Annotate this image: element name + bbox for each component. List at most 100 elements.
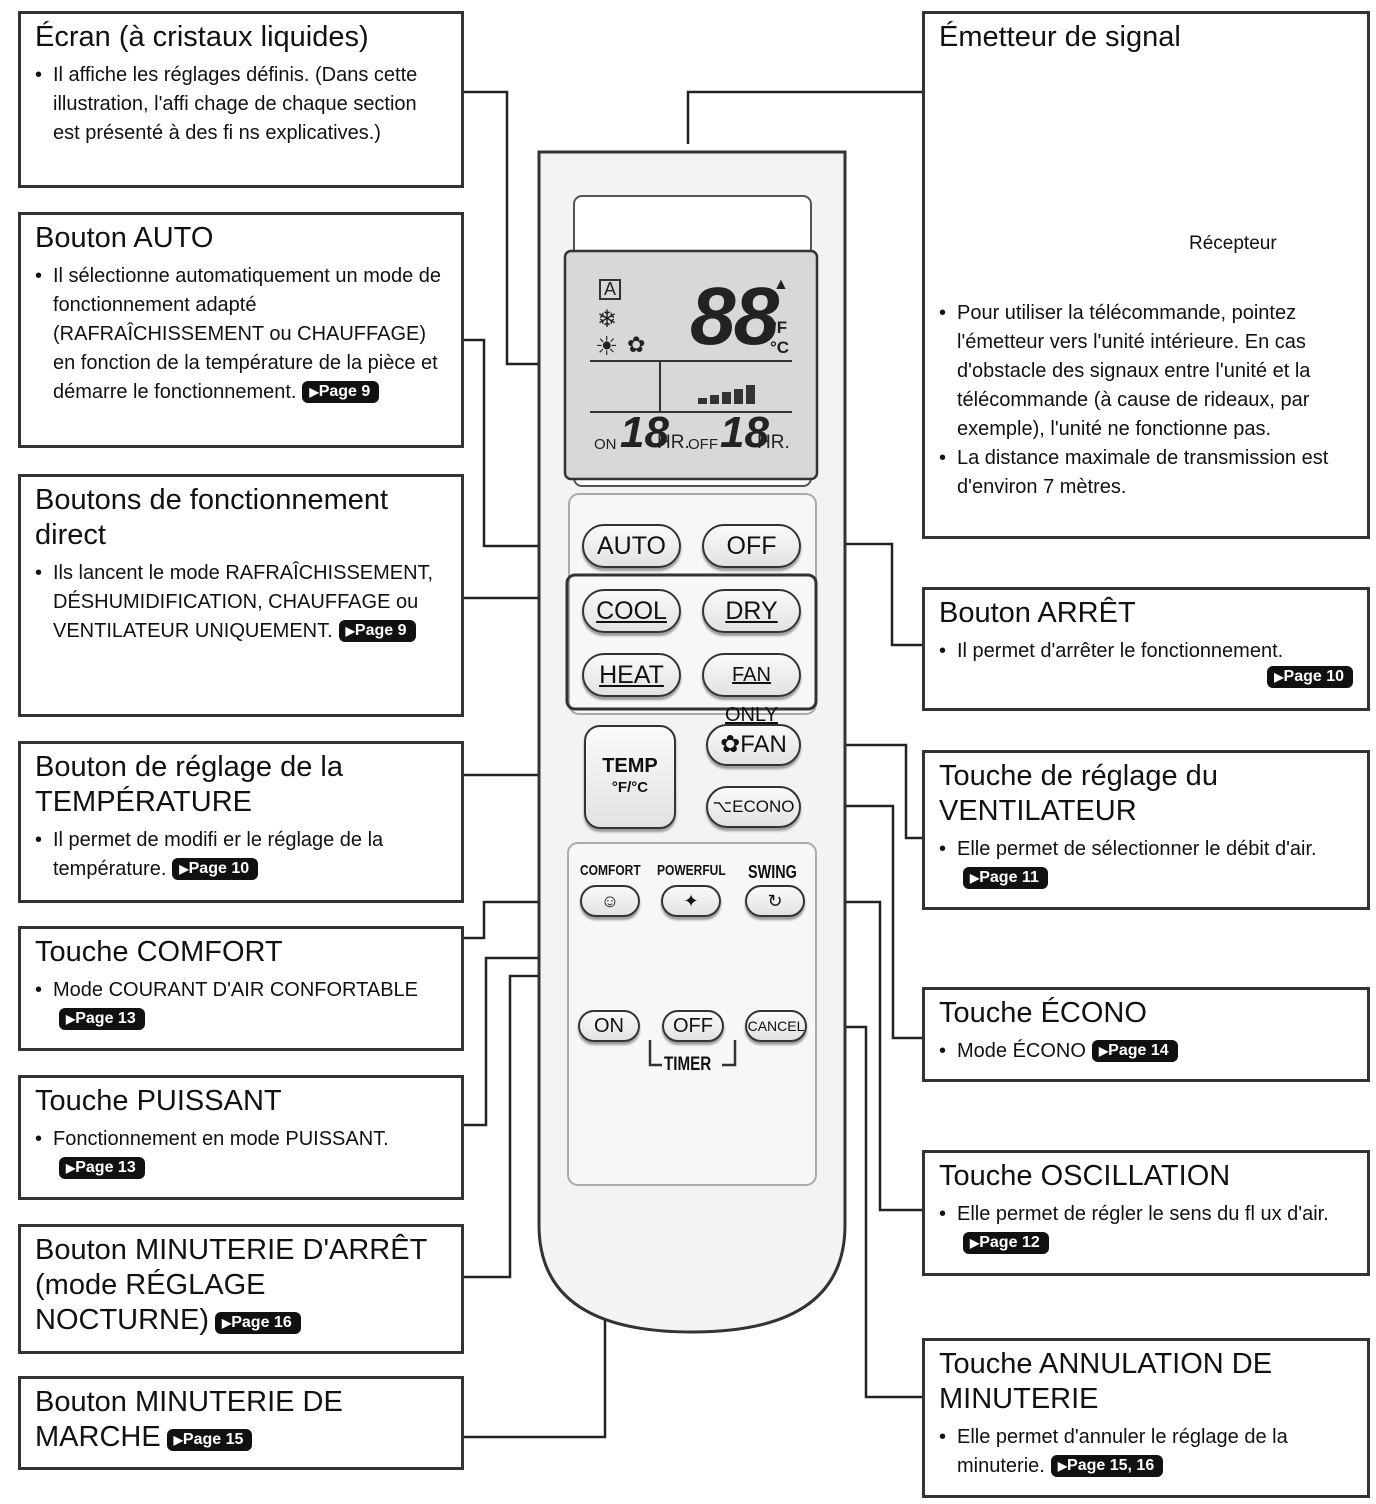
- lcd-temperature: 88: [690, 271, 779, 362]
- swing-button[interactable]: ↻: [745, 885, 805, 917]
- temp-unit-label: °F/°C: [611, 779, 649, 796]
- page-badge: Page 10: [172, 858, 259, 880]
- comfort-label: COMFORT: [580, 862, 641, 879]
- callout-text: La distance maximale de transmission est…: [939, 444, 1353, 502]
- callout-item: Mode COURANT D'AIR CONFORTABLEPage 13: [35, 976, 447, 1034]
- callout-title: Touche ÉCONO: [939, 997, 1147, 1029]
- page-badge: Page 15: [166, 1429, 253, 1451]
- lcd-heat-icon: ☀: [595, 331, 619, 361]
- fan-only-button[interactable]: FAN ONLY: [702, 653, 801, 726]
- callout-title: Émetteur de signal: [939, 21, 1181, 53]
- lcd-hr-on: HR.: [657, 432, 690, 453]
- callout-text: Il sélectionne automatiquement un mode d…: [53, 265, 442, 403]
- callout-ventilateur: Touche de réglage du VENTILATEUR Elle pe…: [922, 750, 1370, 910]
- callout-item: Fonctionnement en mode PUISSANT. Page 13: [35, 1125, 447, 1183]
- comfort-button[interactable]: ☺: [580, 885, 640, 917]
- callout-econo: Touche ÉCONO Mode ÉCONOPage 14: [922, 987, 1370, 1082]
- temp-button[interactable]: TEMP °F/°C: [584, 725, 676, 829]
- auto-button[interactable]: AUTO: [582, 524, 681, 568]
- page-badge: Page 14: [1091, 1040, 1178, 1062]
- callout-temperature: Bouton de réglage de la TEMPÉRATURE Il p…: [18, 741, 464, 903]
- callout-text: Pour utiliser la télécommande, pointez l…: [939, 299, 1353, 444]
- callout-puissant: Touche PUISSANT Fonctionnement en mode P…: [18, 1075, 464, 1200]
- callout-title: Touche de réglage du VENTILATEUR: [939, 760, 1218, 827]
- fan-icon: ✿: [720, 731, 741, 758]
- cancel-timer-button[interactable]: CANCEL: [745, 1010, 807, 1042]
- callout-title: Bouton ARRÊT: [939, 597, 1136, 629]
- dry-button[interactable]: DRY: [702, 589, 801, 633]
- callout-text: Mode ÉCONO: [957, 1040, 1086, 1062]
- callout-oscillation: Touche OSCILLATION Elle permet de régler…: [922, 1150, 1370, 1276]
- callout-emetteur: Émetteur de signal Récepteur Pour utilis…: [922, 11, 1370, 539]
- callout-text: Il permet d'arrêter le fonctionnement.: [939, 637, 1353, 666]
- page-badge: Page 12: [963, 1232, 1049, 1254]
- callout-title: Écran (à cristaux liquides): [35, 21, 369, 53]
- callout-minuterie-marche: Bouton MINUTERIE DE MARCHEPage 15: [18, 1376, 464, 1470]
- callout-text: Il affiche les réglages définis. (Dans c…: [35, 61, 447, 148]
- timer-label: TIMER: [664, 1054, 712, 1075]
- callout-title: Touche COMFORT: [35, 936, 283, 968]
- powerful-icon: ✦: [683, 891, 699, 911]
- lcd-on-label: ON: [594, 436, 617, 453]
- callout-item: Il permet de modifi er le réglage de la …: [35, 826, 447, 884]
- econo-label: ECONO: [732, 797, 795, 816]
- callout-text: Elle permet de régler le sens du fl ux d…: [957, 1203, 1329, 1225]
- callout-text: Mode COURANT D'AIR CONFORTABLE: [53, 979, 418, 1001]
- page-badge: Page 9: [338, 620, 416, 642]
- temp-label: TEMP: [602, 755, 658, 777]
- callout-title-text: Bouton MINUTERIE D'ARRÊT (mode RÉGLAGE N…: [35, 1234, 427, 1336]
- callout-title: Bouton AUTO: [35, 222, 214, 254]
- lcd-cool-icon: ❄: [597, 306, 618, 333]
- swing-label: SWING: [748, 862, 797, 882]
- page-badge: Page 9: [302, 381, 380, 403]
- callout-title: Bouton MINUTERIE DE MARCHEPage 15: [35, 1385, 447, 1455]
- callout-comfort: Touche COMFORT Mode COURANT D'AIR CONFOR…: [18, 926, 464, 1051]
- person-icon: ☺: [600, 891, 620, 911]
- fan-button[interactable]: ✿FAN: [706, 724, 801, 766]
- lcd-auto-icon: A: [599, 279, 622, 300]
- lcd-off-label: OFF: [688, 436, 718, 453]
- callout-title: Touche ANNULATION DE MINUTERIE: [939, 1348, 1273, 1415]
- callout-ecran: Écran (à cristaux liquides) Il affiche l…: [18, 11, 464, 188]
- on-timer-button[interactable]: ON: [578, 1010, 640, 1042]
- callout-item: Elle permet de régler le sens du fl ux d…: [939, 1200, 1353, 1258]
- callout-annulation-minuterie: Touche ANNULATION DE MINUTERIE Elle perm…: [922, 1338, 1370, 1498]
- lcd-hr-off: HR.: [757, 432, 790, 453]
- callout-title: Touche OSCILLATION: [939, 1160, 1231, 1192]
- callout-text: Il permet de modifi er le réglage de la …: [53, 829, 384, 880]
- callout-item: Ils lancent le mode RAFRAÎCHISSEMENT, DÉ…: [35, 559, 447, 646]
- callout-bouton-arret: Bouton ARRÊT Il permet d'arrêter le fonc…: [922, 587, 1370, 711]
- callout-item: Elle permet d'annuler le réglage de la m…: [939, 1423, 1353, 1481]
- receiver-label: Récepteur: [1189, 233, 1277, 254]
- callout-text: Elle permet d'annuler le réglage de la m…: [957, 1426, 1288, 1477]
- page-badge: Page 10: [1267, 666, 1353, 688]
- heat-button[interactable]: HEAT: [582, 653, 681, 697]
- page-badge: Page 16: [215, 1312, 301, 1334]
- lcd-fan-icon: ✿: [627, 332, 646, 357]
- callout-minuterie-arret: Bouton MINUTERIE D'ARRÊT (mode RÉGLAGE N…: [18, 1224, 464, 1354]
- callout-text: Elle permet de sélectionner le débit d'a…: [957, 838, 1317, 860]
- callout-item: Mode ÉCONOPage 14: [939, 1037, 1353, 1066]
- off-timer-button[interactable]: OFF: [662, 1010, 724, 1042]
- powerful-label: POWERFUL: [657, 862, 726, 879]
- econo-button[interactable]: ⌥ECONO: [706, 786, 801, 828]
- callout-text: Fonctionnement en mode PUISSANT.: [53, 1128, 389, 1150]
- callout-fonctionnement-direct: Boutons de fonctionnement direct Ils lan…: [18, 474, 464, 717]
- fan-label: FAN: [740, 731, 787, 758]
- page-badge: Page 11: [963, 867, 1048, 889]
- callout-bouton-auto: Bouton AUTO Il sélectionne automatiqueme…: [18, 212, 464, 448]
- page-badge: Page 13: [59, 1157, 145, 1179]
- callout-title: Bouton MINUTERIE D'ARRÊT (mode RÉGLAGE N…: [35, 1233, 447, 1338]
- powerful-button[interactable]: ✦: [661, 885, 721, 917]
- lcd-unit-f: °F: [770, 318, 788, 337]
- callout-text: Ils lancent le mode RAFRAÎCHISSEMENT, DÉ…: [53, 562, 434, 642]
- off-button[interactable]: OFF: [702, 524, 801, 568]
- lcd-unit-c: °C: [770, 338, 790, 357]
- page-badge: Page 15, 16: [1050, 1455, 1164, 1477]
- callout-title: Boutons de fonctionnement direct: [35, 484, 389, 551]
- cool-button[interactable]: COOL: [582, 589, 681, 633]
- callout-item: Elle permet de sélectionner le débit d'a…: [939, 835, 1353, 893]
- lcd-off-hours: 18: [720, 408, 769, 457]
- swing-icon: ↻: [767, 891, 783, 911]
- callout-title: Touche PUISSANT: [35, 1085, 282, 1117]
